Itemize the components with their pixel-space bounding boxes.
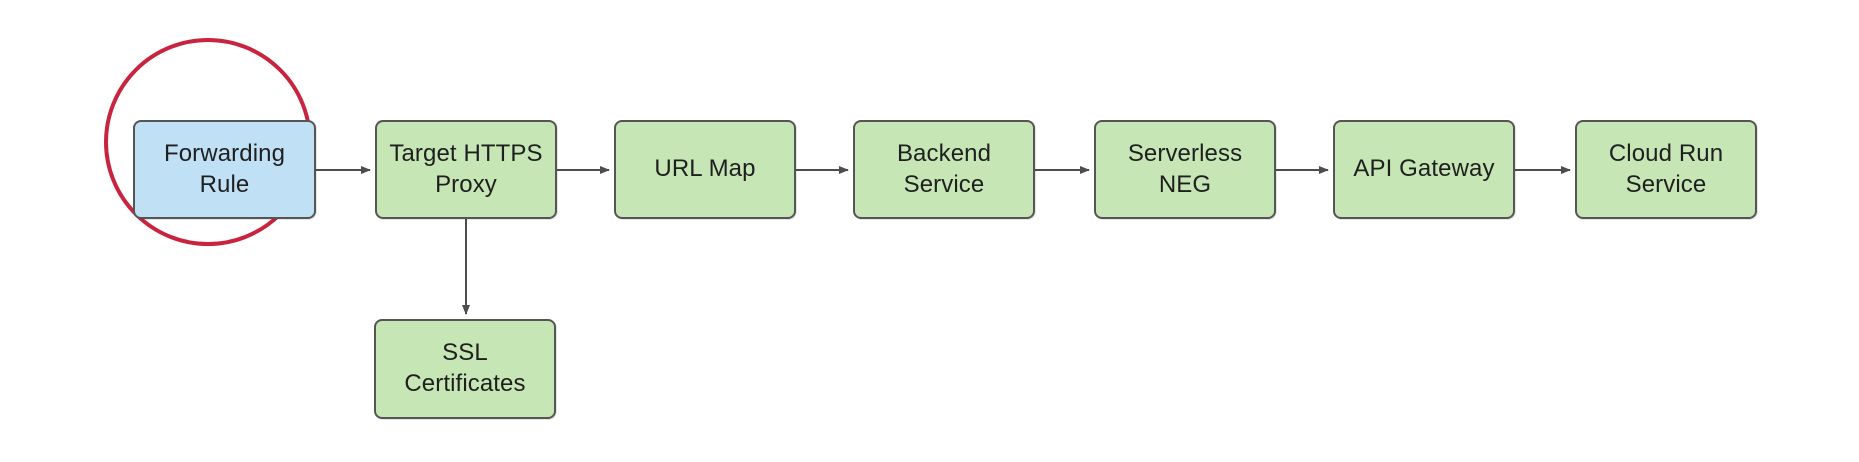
node-ssl-certificates-label: SSL Certificates [404, 339, 526, 397]
node-target-https-proxy-label: Target HTTPS Proxy [389, 139, 543, 198]
node-serverless-neg[interactable]: Serverless NEG [1094, 120, 1276, 219]
node-ssl-certificates[interactable]: SSL Certificates [374, 319, 556, 419]
node-url-map[interactable]: URL Map [614, 120, 796, 219]
node-target-https-proxy[interactable]: Target HTTPS Proxy [375, 120, 557, 219]
node-backend-service[interactable]: Backend Service [853, 120, 1035, 219]
node-url-map-label: URL Map [654, 155, 756, 183]
node-cloud-run-service-label: Cloud Run Service [1608, 139, 1724, 198]
node-serverless-neg-label: Serverless NEG [1127, 139, 1243, 198]
node-forwarding-rule[interactable]: Forwarding Rule [133, 120, 316, 219]
node-api-gateway[interactable]: API Gateway [1333, 120, 1515, 219]
node-forwarding-rule-label: Forwarding Rule [163, 139, 286, 198]
node-cloud-run-service[interactable]: Cloud Run Service [1575, 120, 1757, 219]
node-api-gateway-label: API Gateway [1353, 155, 1495, 183]
node-backend-service-label: Backend Service [896, 139, 992, 198]
